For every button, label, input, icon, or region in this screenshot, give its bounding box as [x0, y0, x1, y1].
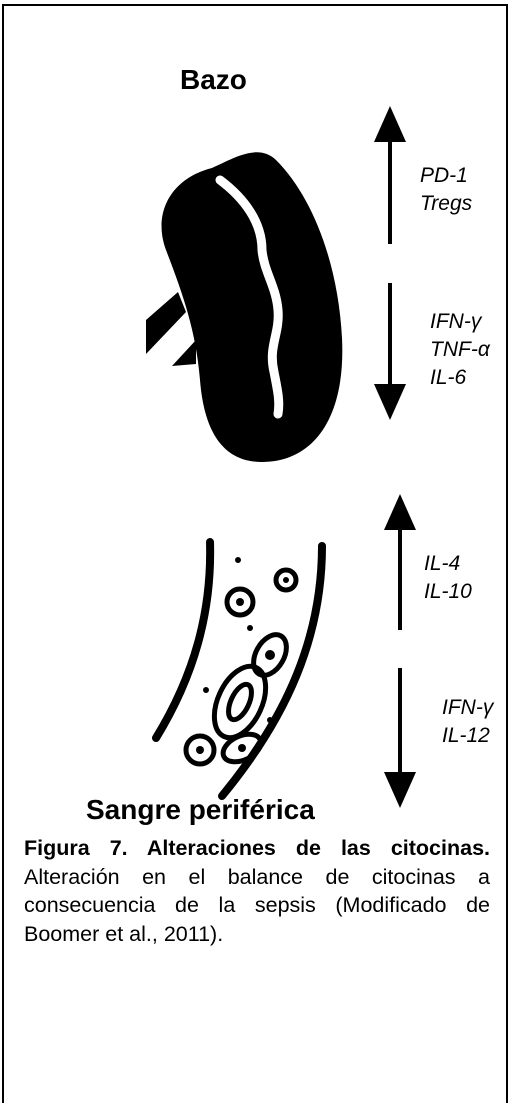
spleen-down-arrow — [374, 283, 406, 420]
marker-label: IL-6 — [430, 364, 490, 392]
figure-illustration — [0, 0, 512, 830]
spleen-icon — [146, 152, 342, 462]
spleen-up-arrow — [374, 106, 406, 244]
blood-up-arrow — [384, 494, 416, 630]
marker-label: IL-12 — [442, 722, 493, 750]
blood-up-markers: IL-4 IL-10 — [424, 550, 472, 606]
marker-label: TNF-α — [430, 336, 490, 364]
marker-label: PD-1 — [420, 162, 472, 190]
blood-title: Sangre periférica — [86, 794, 315, 826]
marker-label: IFN-γ — [430, 308, 490, 336]
caption-text: Alteración en el balance de citocinas a … — [24, 865, 490, 946]
marker-label: IFN-γ — [442, 694, 493, 722]
spleen-up-markers: PD-1 Tregs — [420, 162, 472, 218]
spleen-title: Bazo — [180, 64, 247, 96]
blood-down-arrow — [384, 668, 416, 808]
marker-label: IL-10 — [424, 578, 472, 606]
blood-vessel-icon — [156, 542, 322, 796]
marker-label: Tregs — [420, 190, 472, 218]
spleen-down-markers: IFN-γ TNF-α IL-6 — [430, 308, 490, 392]
marker-label: IL-4 — [424, 550, 472, 578]
caption-label: Figura 7. Alteraciones de las citocinas. — [24, 836, 490, 860]
figure-caption: Figura 7. Alteraciones de las citocinas.… — [24, 834, 490, 948]
blood-down-markers: IFN-γ IL-12 — [442, 694, 493, 750]
